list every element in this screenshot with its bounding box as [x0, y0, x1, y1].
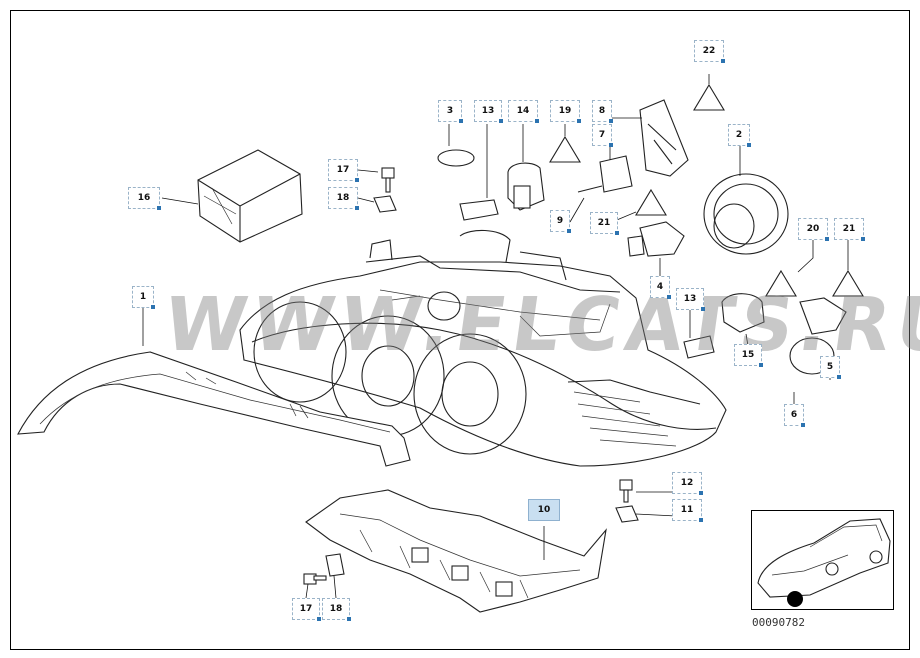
callout-corner-marker	[355, 206, 359, 210]
vehicle-thumbnail	[751, 510, 894, 610]
callout-13[interactable]: 13	[676, 288, 705, 311]
leader-lines	[142, 74, 849, 599]
callout-label: 11	[680, 505, 694, 515]
callout-label: 13	[481, 106, 495, 116]
bulb-parts	[437, 99, 847, 375]
callout-18[interactable]: 18	[322, 598, 351, 621]
callout-label: 14	[516, 106, 530, 116]
callout-label: 19	[558, 106, 572, 116]
callout-13[interactable]: 13	[474, 100, 503, 123]
callout-label: 17	[336, 165, 350, 175]
callout-5[interactable]: 5	[820, 356, 841, 379]
callout-corner-marker	[577, 119, 581, 123]
callout-label: 9	[556, 216, 564, 226]
callout-label: 22	[702, 46, 716, 56]
callout-label: 17	[299, 604, 313, 614]
warning-triangles	[549, 83, 864, 297]
lower-cover	[305, 489, 607, 613]
callout-3[interactable]: 3	[438, 100, 463, 123]
callout-16[interactable]: 16	[128, 187, 161, 210]
callout-corner-marker	[317, 617, 321, 621]
callout-corner-marker	[355, 178, 359, 182]
callout-label: 18	[329, 604, 343, 614]
callout-9[interactable]: 9	[550, 210, 571, 233]
callout-corner-marker	[721, 59, 725, 63]
location-marker	[787, 591, 803, 607]
callout-corner-marker	[615, 231, 619, 235]
diagram-frame	[10, 10, 910, 650]
callout-21[interactable]: 21	[834, 218, 865, 241]
callout-label: 13	[683, 294, 697, 304]
callout-corner-marker	[747, 143, 751, 147]
callout-corner-marker	[609, 119, 613, 123]
callout-corner-marker	[499, 119, 503, 123]
callout-label: 8	[598, 106, 606, 116]
callout-corner-marker	[567, 229, 571, 233]
callout-20[interactable]: 20	[798, 218, 829, 241]
callout-8[interactable]: 8	[592, 100, 613, 123]
callout-corner-marker	[535, 119, 539, 123]
callout-label: 2	[735, 130, 743, 140]
callout-label: 3	[446, 106, 454, 116]
callout-4[interactable]: 4	[650, 276, 671, 299]
callout-2[interactable]: 2	[728, 124, 751, 147]
callout-label: 16	[137, 193, 151, 203]
trim-strip	[17, 351, 411, 467]
callout-corner-marker	[667, 295, 671, 299]
callout-15[interactable]: 15	[734, 344, 763, 367]
callout-14[interactable]: 14	[508, 100, 539, 123]
bulb-cap	[703, 173, 789, 255]
callout-corner-marker	[347, 617, 351, 621]
callout-corner-marker	[699, 518, 703, 522]
callout-label: 1	[139, 292, 147, 302]
callout-label: 6	[790, 410, 798, 420]
callout-label: 20	[806, 224, 820, 234]
document-number: 00090782	[752, 616, 805, 629]
callout-label: 10	[537, 505, 551, 515]
part-box	[197, 149, 303, 243]
callout-label: 15	[741, 350, 755, 360]
callout-label: 5	[826, 362, 834, 372]
callout-corner-marker	[157, 206, 161, 210]
callout-corner-marker	[151, 305, 155, 309]
car-icon	[757, 518, 891, 607]
callout-12[interactable]: 12	[672, 472, 703, 495]
callout-22[interactable]: 22	[694, 40, 725, 63]
callout-18[interactable]: 18	[328, 187, 359, 210]
callout-10[interactable]: 10	[528, 499, 560, 521]
callout-corner-marker	[825, 237, 829, 241]
callout-17[interactable]: 17	[328, 159, 359, 182]
callout-19[interactable]: 19	[550, 100, 581, 123]
callout-corner-marker	[837, 375, 841, 379]
callout-7[interactable]: 7	[592, 124, 613, 147]
callout-label: 21	[842, 224, 856, 234]
callout-corner-marker	[861, 237, 865, 241]
callout-corner-marker	[701, 307, 705, 311]
callout-label: 7	[598, 130, 606, 140]
callout-corner-marker	[699, 491, 703, 495]
callout-17[interactable]: 17	[292, 598, 321, 621]
callout-corner-marker	[759, 363, 763, 367]
callout-11[interactable]: 11	[672, 499, 703, 522]
callout-corner-marker	[801, 423, 805, 427]
callout-6[interactable]: 6	[784, 404, 805, 427]
callout-label: 4	[656, 282, 664, 292]
headlight-housing	[239, 229, 727, 467]
callout-corner-marker	[609, 143, 613, 147]
callout-1[interactable]: 1	[132, 286, 155, 309]
callout-label: 12	[680, 478, 694, 488]
callout-label: 21	[597, 218, 611, 228]
callout-corner-marker	[459, 119, 463, 123]
fasteners	[303, 167, 639, 585]
callout-21[interactable]: 21	[590, 212, 619, 235]
callout-label: 18	[336, 193, 350, 203]
